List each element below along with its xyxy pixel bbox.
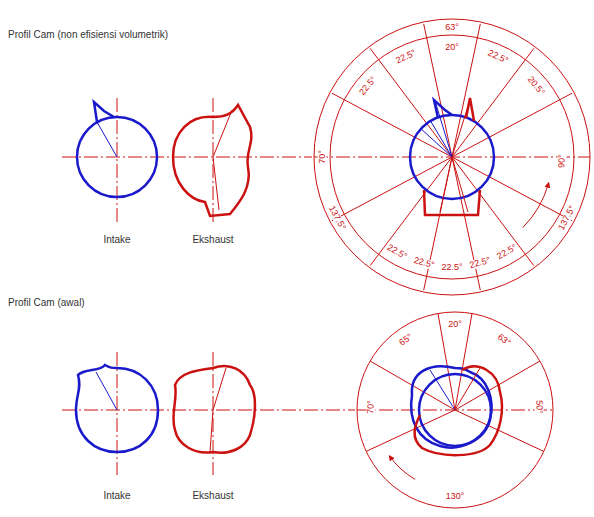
angle-label: 20° xyxy=(447,320,463,329)
angle-label: 90° xyxy=(557,153,567,169)
angle-label: 22.5° xyxy=(385,243,410,262)
section-heading: Profil Cam (non efisiensi volumetrik) xyxy=(8,30,168,40)
angle-label: 137.5° xyxy=(556,204,577,233)
angle-label: 70° xyxy=(366,399,376,415)
angle-label: 22.5° xyxy=(495,243,520,262)
angle-label: 130° xyxy=(445,492,466,501)
angle-label: 22.5° xyxy=(468,256,493,271)
cam-label: Intake xyxy=(103,235,130,245)
angle-label: 22.5° xyxy=(411,256,436,271)
cam-label: Ekshaust xyxy=(192,235,233,245)
angle-label: 65° xyxy=(397,331,415,347)
angle-label: 20° xyxy=(444,43,460,52)
angle-label: 70° xyxy=(318,149,327,165)
angle-label: 22.5° xyxy=(357,75,379,98)
section-heading: Profil Cam (awal) xyxy=(8,298,85,308)
angle-label: 22.5° xyxy=(440,263,463,272)
angle-label: 63° xyxy=(444,23,460,32)
angle-label: 22.5° xyxy=(393,48,418,66)
angle-label: 63° xyxy=(495,331,513,347)
cam-label: Intake xyxy=(103,491,130,501)
cam-label: Ekshaust xyxy=(192,491,233,501)
angle-label: 137.5° xyxy=(327,204,348,233)
angle-label: 22.5° xyxy=(486,48,511,66)
angle-label: 50° xyxy=(534,399,544,415)
angle-label: 20.5° xyxy=(525,75,547,98)
